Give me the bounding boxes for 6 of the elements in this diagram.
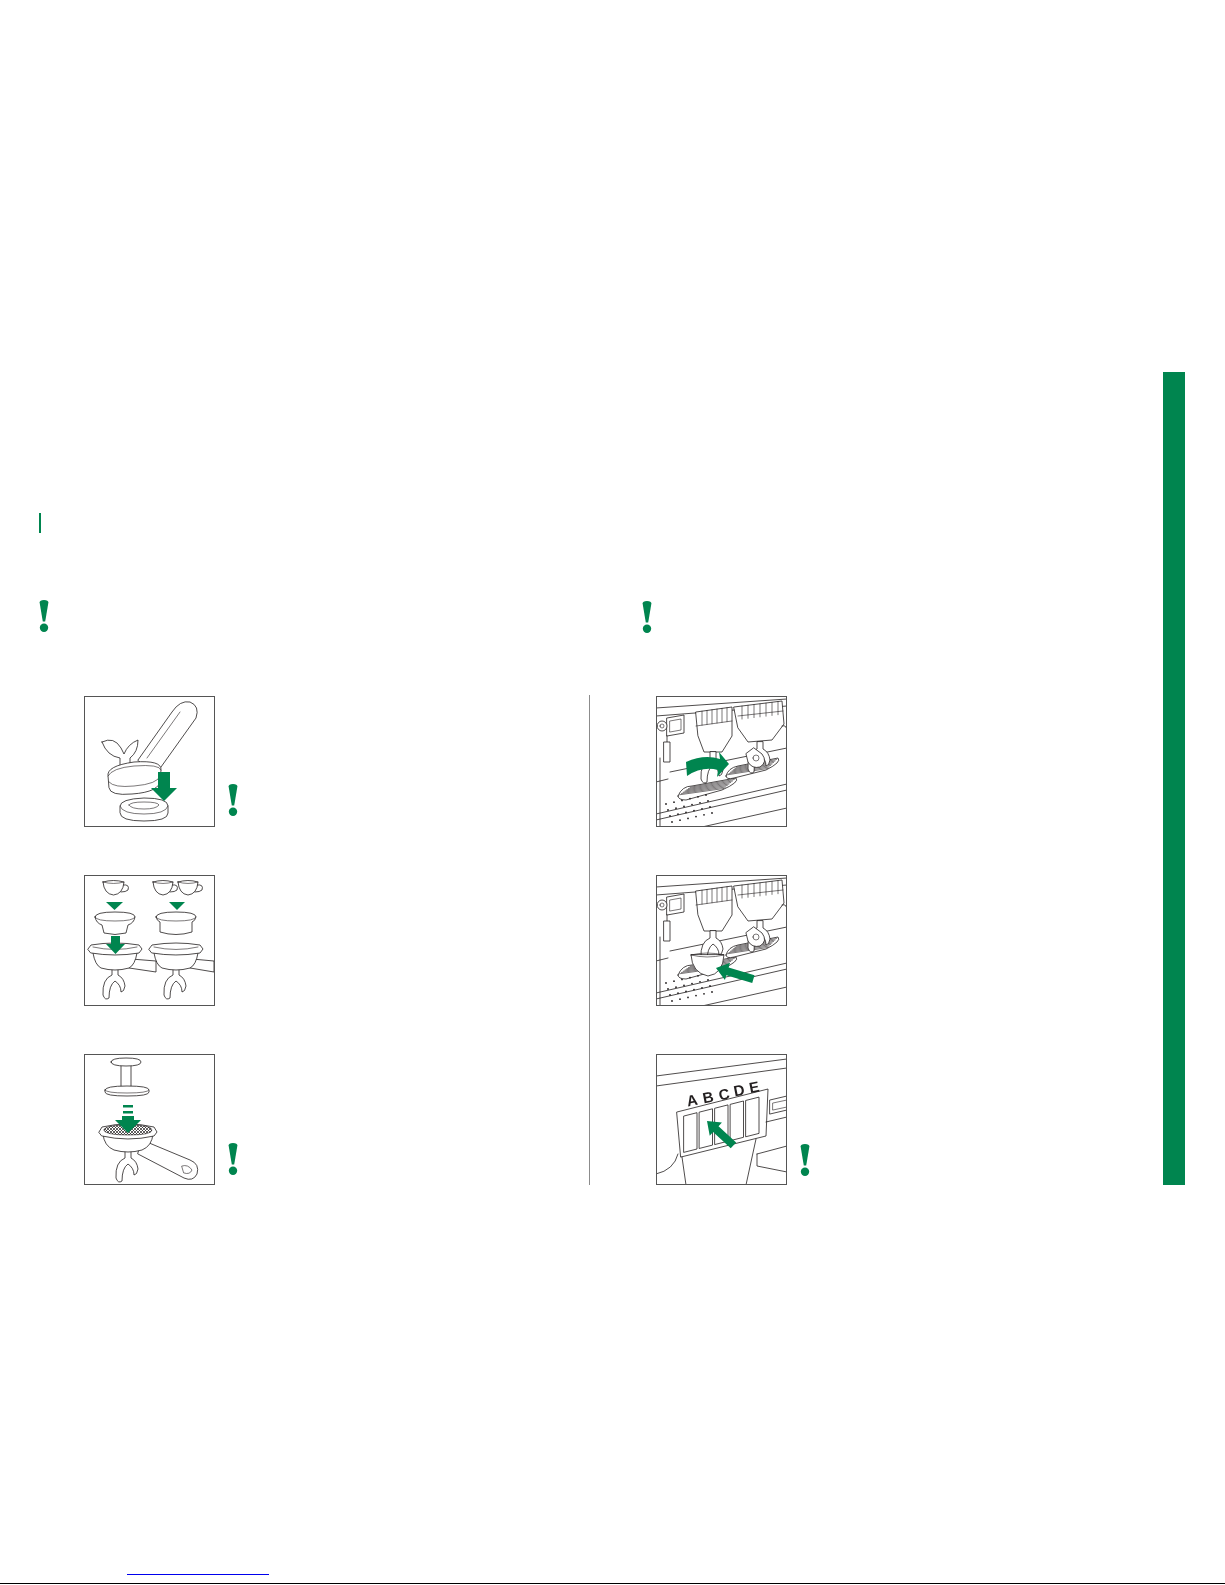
key-letter: E <box>747 1078 761 1096</box>
key-letter: A <box>685 1091 700 1109</box>
side-tab-bar <box>1163 372 1185 1185</box>
key-letter: B <box>701 1088 715 1105</box>
key-letter: C <box>716 1085 731 1102</box>
key-letter: D <box>732 1082 746 1099</box>
